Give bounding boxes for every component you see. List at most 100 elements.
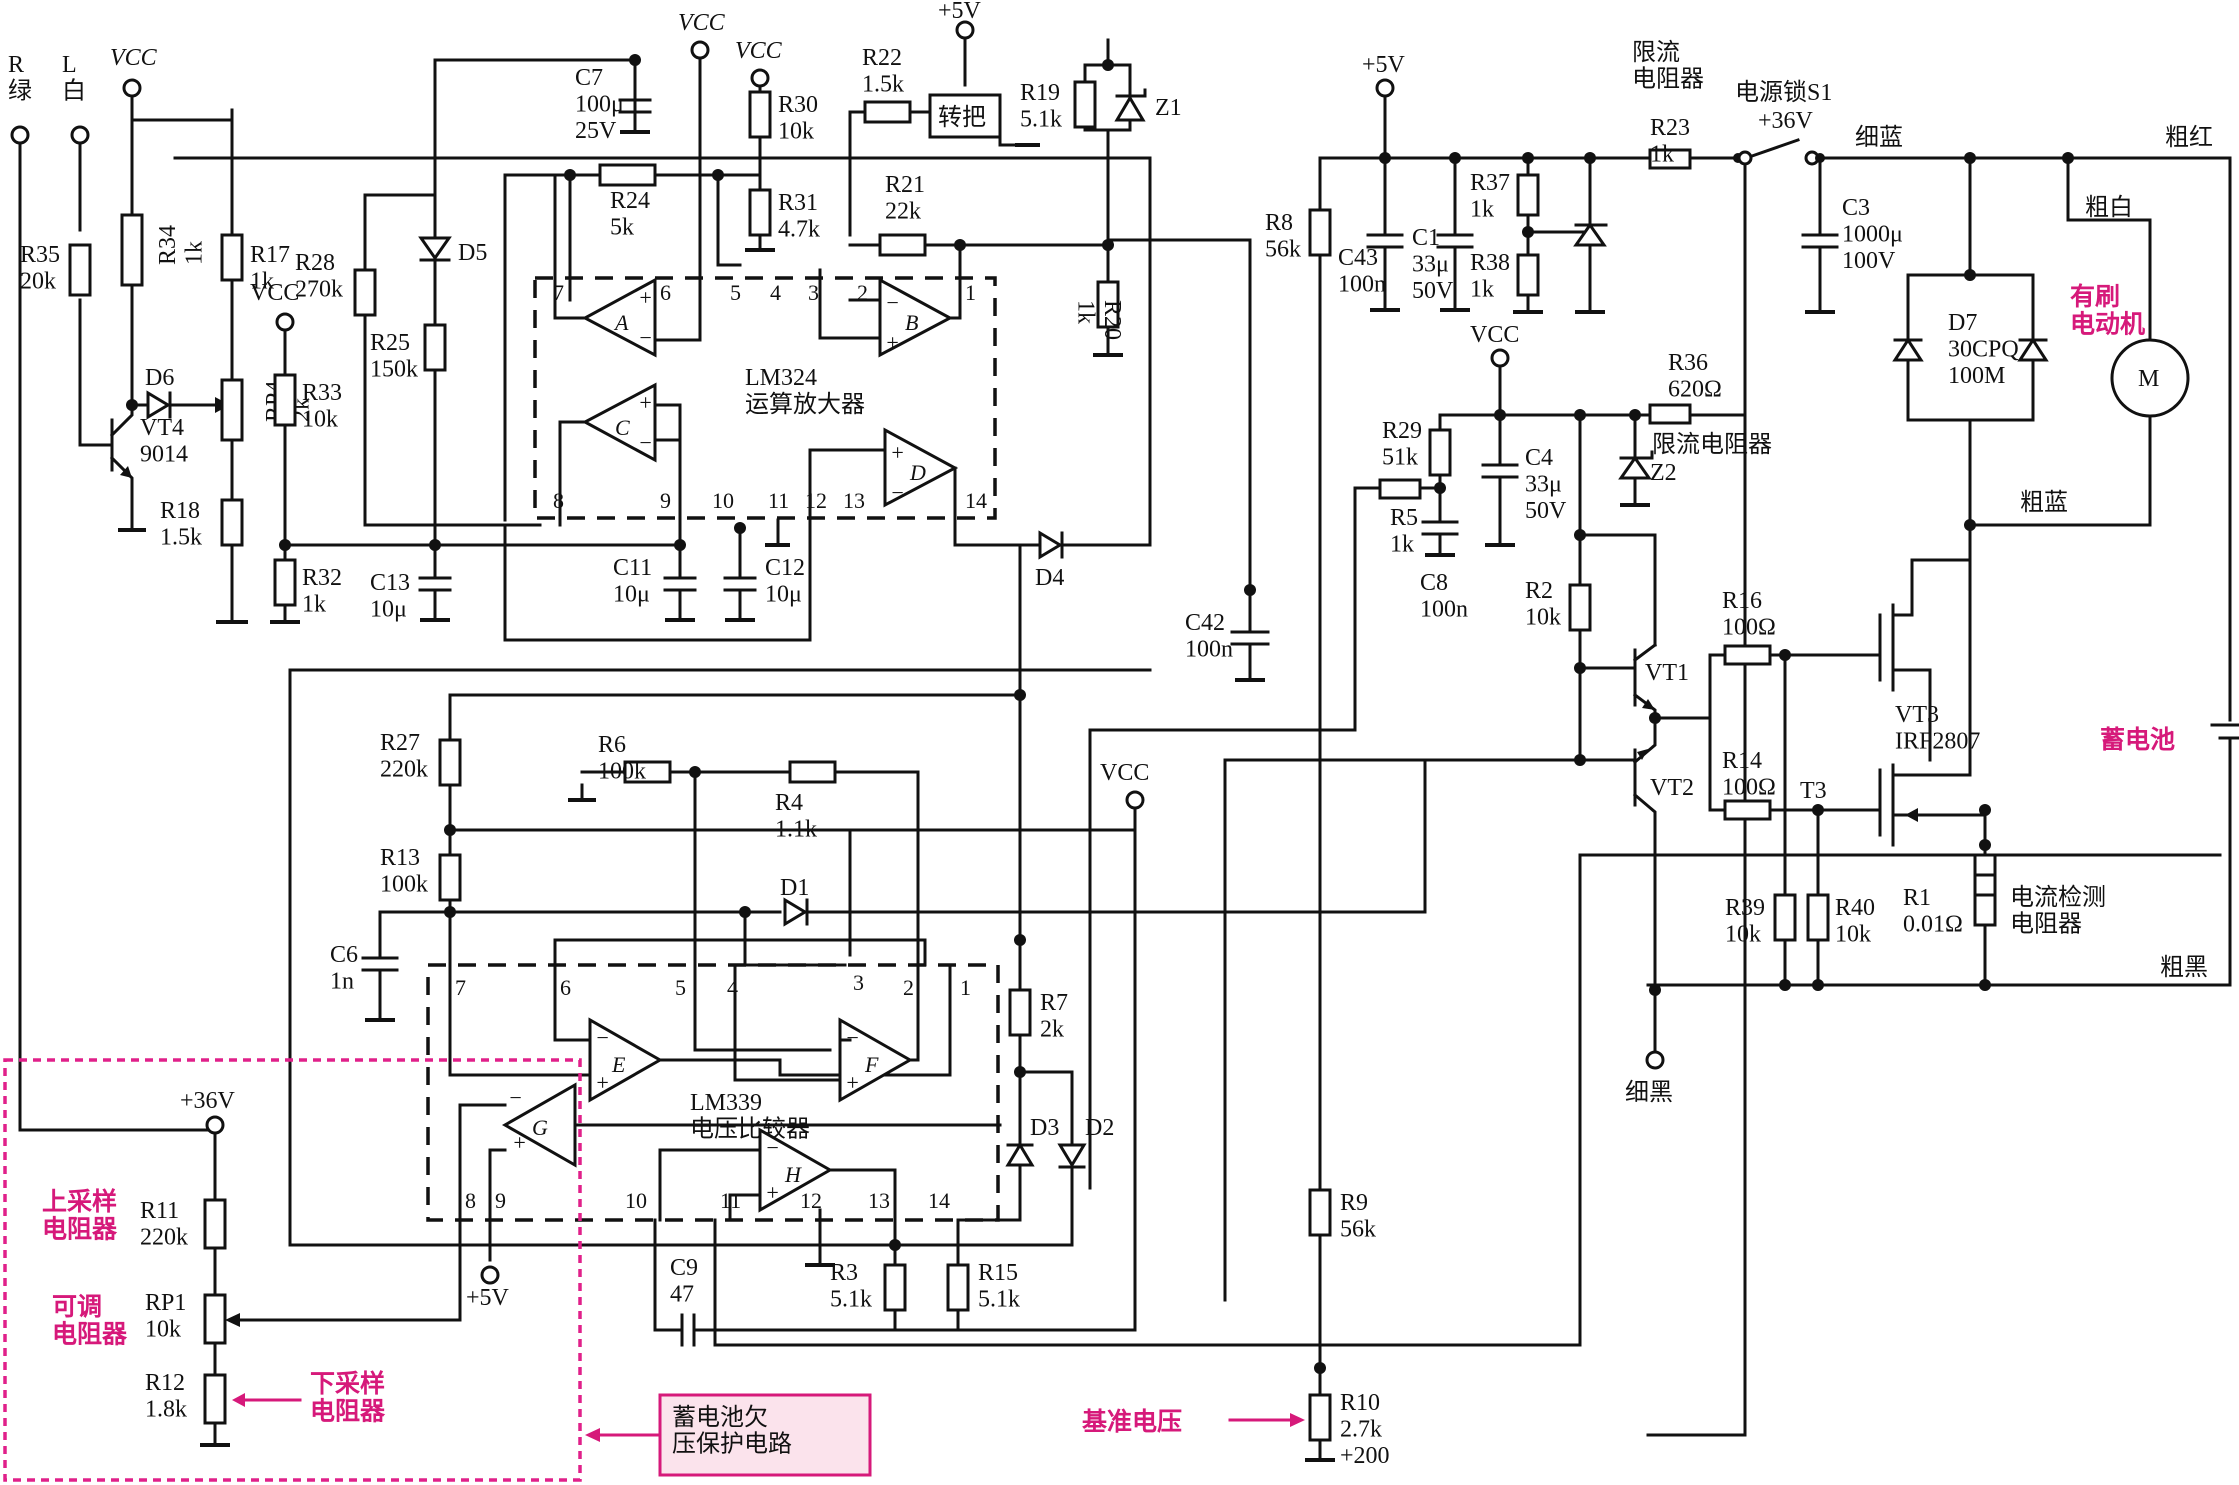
resistor-r12	[203, 1373, 227, 1425]
resistor-r40	[1806, 893, 1830, 942]
label-thin-black: 细黑	[1625, 1079, 1673, 1106]
svg-text:3: 3	[808, 280, 819, 305]
opamp-d-label: D	[909, 460, 926, 485]
svg-text:12: 12	[805, 488, 827, 513]
undervoltage-outline	[3, 1058, 582, 1482]
resistor-r10	[1308, 1393, 1332, 1442]
svg-text:13: 13	[843, 488, 865, 513]
label-current-limit-r36: 限流电阻器	[1652, 431, 1772, 458]
label-battery: 蓄电池	[2100, 726, 2175, 754]
label-5v-g: +5V	[466, 1285, 510, 1311]
opamp-g-label: G	[532, 1115, 548, 1140]
resistor-r4	[788, 760, 837, 784]
label-5v-right: +5V	[1362, 52, 1406, 78]
resistor-r39	[1773, 893, 1797, 942]
terminal-36v	[205, 1115, 225, 1135]
diode-d5	[418, 236, 452, 261]
zener-z2	[1618, 455, 1652, 480]
label-d4: D4	[1035, 565, 1064, 591]
label-thick-black: 粗黑	[2160, 954, 2208, 981]
label-thick-blue: 粗蓝	[2020, 489, 2068, 516]
label-vcc-top: VCC	[678, 10, 726, 36]
resistor-r5	[1378, 478, 1422, 500]
label-5v-handle: +5V	[938, 0, 982, 24]
svg-text:+: +	[638, 390, 653, 415]
terminal-5v-handle	[955, 20, 975, 40]
svg-text:3: 3	[853, 970, 864, 995]
label-vcc-r33: VCC	[250, 280, 299, 306]
undervoltage-callout	[658, 1393, 872, 1477]
potentiometer-rp4	[220, 378, 244, 442]
opamp-c-label: C	[615, 415, 630, 440]
lm324-chip-outline	[533, 276, 997, 520]
svg-text:−: −	[595, 1025, 610, 1050]
resistor-r32	[273, 558, 297, 607]
mosfet-upper	[1878, 523, 1972, 762]
svg-text:−: −	[765, 1135, 780, 1160]
resistor-r31	[748, 188, 772, 237]
resistor-r27	[438, 738, 462, 787]
zener-z1	[1114, 95, 1146, 122]
opamp-c	[581, 382, 657, 463]
label-z2: Z2	[1650, 460, 1677, 486]
svg-text:11: 11	[768, 488, 789, 513]
resistor-r38	[1516, 253, 1540, 297]
resistor-r22	[863, 100, 912, 124]
lm339-chip-outline	[426, 963, 1000, 1222]
label-reference-voltage: 基准电压	[1082, 1408, 1182, 1436]
label-power-switch: 电源锁S1	[1735, 79, 1832, 106]
terminal-vcc-r33	[275, 312, 295, 332]
label-vcc-r30: VCC	[735, 38, 783, 64]
svg-text:7: 7	[553, 280, 564, 305]
label-thin-blue: 细蓝	[1855, 124, 1903, 151]
resistor-r28	[353, 268, 377, 317]
svg-text:−: −	[638, 430, 653, 455]
label-vt1: VT1	[1645, 660, 1689, 686]
svg-text:2: 2	[903, 975, 914, 1000]
terminal-vcc-r36	[1490, 348, 1510, 368]
svg-text:4: 4	[727, 975, 738, 1000]
svg-text:6: 6	[560, 975, 571, 1000]
opamp-f-label: F	[864, 1052, 879, 1077]
terminal-r	[10, 125, 30, 145]
diode-d6	[146, 390, 171, 420]
svg-text:5: 5	[730, 280, 741, 305]
terminal-5v-g	[480, 1265, 500, 1285]
label-r20: R201k	[1073, 300, 1125, 340]
resistor-r15	[946, 1263, 970, 1312]
label-vt2: VT2	[1650, 775, 1694, 801]
svg-text:+: +	[885, 330, 900, 355]
resistor-r14	[1723, 799, 1772, 821]
label-36v-switch: +36V	[1758, 108, 1814, 134]
diode-d3	[1005, 1142, 1035, 1167]
label-thick-red: 粗红	[2165, 124, 2213, 151]
label-vcc-lm339: VCC	[1100, 760, 1149, 786]
